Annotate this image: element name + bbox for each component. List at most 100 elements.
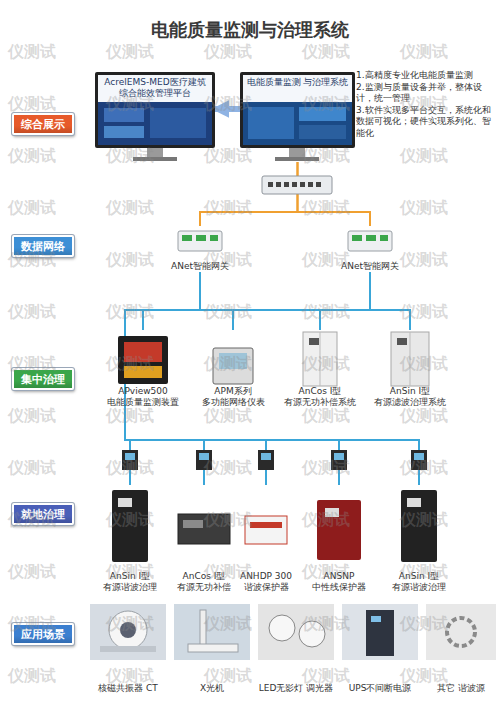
- node-heading: 综合展示: [21, 118, 65, 131]
- connector: [215, 106, 240, 112]
- node-heading: UPS不间断电源: [349, 683, 412, 694]
- node-body: 谐波保护器: [244, 582, 289, 593]
- node-heading: APview500: [118, 386, 168, 397]
- mri-bore: [120, 622, 136, 638]
- node-heading: ANet智能网关: [171, 261, 229, 272]
- ansnp-unit: [317, 500, 361, 560]
- watermark: 仪测试: [106, 250, 154, 271]
- device-node: APM系列多功能网络仪表: [190, 330, 276, 408]
- node-heading: AnSin Ⅰ型: [399, 571, 439, 582]
- ansin-cabinet: [391, 332, 429, 386]
- side-band: 就地治理: [12, 503, 74, 525]
- watermark: 仪测试: [8, 198, 56, 219]
- watermark: 仪测试: [106, 198, 154, 219]
- switch-port: [292, 182, 297, 187]
- monitor-stand: [289, 148, 305, 157]
- connector: [200, 272, 320, 330]
- node-heading: AnSin Ⅰ型: [110, 571, 150, 582]
- connector: [233, 272, 370, 330]
- surgical-lamp: [299, 621, 325, 647]
- monitor-screen-top: [243, 75, 352, 102]
- screen-panel: [248, 107, 294, 139]
- node-heading: X光机: [200, 683, 224, 694]
- screen-panel: [104, 108, 144, 122]
- device-node: ANHDP 300谐波保护器: [238, 485, 294, 593]
- node-body: 多功能网络仪表: [202, 397, 265, 408]
- node-heading: 核磁共振器 CT: [98, 683, 158, 694]
- gateway-terminal: [352, 235, 362, 241]
- watermark: 仪测试: [302, 198, 350, 219]
- watermark: 仪测试: [8, 458, 56, 479]
- monitor-screen: [243, 102, 352, 145]
- unit-screen: [118, 498, 132, 507]
- node-heading: AcrelEMS-MED医疗建筑 综合能效管理平台: [101, 77, 209, 99]
- xray-arm: [200, 610, 206, 646]
- mri-ring: [109, 611, 147, 649]
- cabinet-door: [320, 332, 321, 386]
- watermark: 仪测试: [302, 42, 350, 63]
- connector: [200, 272, 233, 330]
- node-heading: AnCos Ⅰ型: [183, 571, 226, 582]
- connector: [200, 272, 410, 330]
- watermark: 仪测试: [8, 562, 56, 583]
- monitor-panel: AcrelEMS-MED医疗建筑 综合能效管理平台: [95, 72, 215, 162]
- gateway-terminal: [210, 235, 218, 241]
- gateway-terminal: [380, 235, 388, 241]
- watermark: 仪测试: [106, 302, 154, 323]
- watermark: 仪测试: [8, 94, 56, 115]
- ups-screen: [371, 616, 381, 622]
- gateway-device: [348, 231, 392, 251]
- note-line: 3.软件实现多平台交互，系统化和数据可视化；硬件实现系列化、智能化: [356, 105, 496, 140]
- unit-screen: [407, 498, 421, 507]
- ups-cabinet: [366, 610, 394, 656]
- watermark: 仪测试: [400, 250, 448, 271]
- monitor-base: [275, 157, 319, 161]
- switch-port: [284, 182, 289, 187]
- surgical-lamp: [269, 615, 295, 641]
- screen-panel: [104, 126, 144, 138]
- node-heading: ANSNP: [324, 571, 355, 582]
- gateway-device: [178, 231, 222, 251]
- watermark: 仪测试: [204, 42, 252, 63]
- monitor-stand: [147, 148, 163, 157]
- meter-screen: [219, 353, 247, 369]
- cabinet-screen: [397, 338, 407, 345]
- note-line: 2.监测与质量设备并举，整体设计，统一管理: [356, 82, 496, 105]
- node-heading: 电能质量监测 与治理系统: [244, 77, 352, 88]
- scene-photo: [258, 604, 334, 660]
- watermark: 仪测试: [302, 146, 350, 167]
- watermark: 仪测试: [8, 302, 56, 323]
- device-node: APview500电能质量监测装置: [100, 330, 186, 408]
- switch-port: [276, 182, 281, 187]
- watermark: 仪测试: [106, 42, 154, 63]
- node-body: 有源无功补偿: [177, 582, 231, 593]
- node-body: 有源滤波治理系统: [374, 397, 446, 408]
- node-heading: 应用场景: [21, 628, 65, 641]
- ansin-unit: [112, 490, 148, 562]
- bus-meter: [331, 450, 347, 470]
- monitor-frame: [95, 72, 215, 148]
- connector: [320, 272, 370, 330]
- notes-block: 1.高精度专业化电能质量监测2.监测与质量设备并举，整体设计，统一管理3.软件实…: [356, 70, 496, 139]
- connector: [370, 272, 410, 330]
- watermark: 仪测试: [204, 198, 252, 219]
- watermark: 仪测试: [400, 302, 448, 323]
- switch-port: [268, 182, 273, 187]
- device-node: AnSin Ⅰ型有源谐波治理: [95, 485, 165, 593]
- rack-panel: [183, 520, 203, 528]
- bus-meter: [196, 450, 212, 470]
- watermark: 仪测试: [302, 406, 350, 427]
- gateway-terminal: [182, 235, 192, 241]
- connector: [143, 272, 370, 330]
- bus-meter: [258, 450, 274, 470]
- watermark: 仪测试: [302, 302, 350, 323]
- device-node: ANSNP中性线保护器: [300, 485, 378, 593]
- node-heading: APM系列: [214, 386, 251, 397]
- watermark: 仪测试: [8, 146, 56, 167]
- node-heading: 其它 谐波源: [437, 683, 485, 694]
- watermark: 仪测试: [400, 42, 448, 63]
- watermark: 仪测试: [106, 406, 154, 427]
- watermark: 仪测试: [400, 146, 448, 167]
- ansin-unit: [401, 490, 437, 562]
